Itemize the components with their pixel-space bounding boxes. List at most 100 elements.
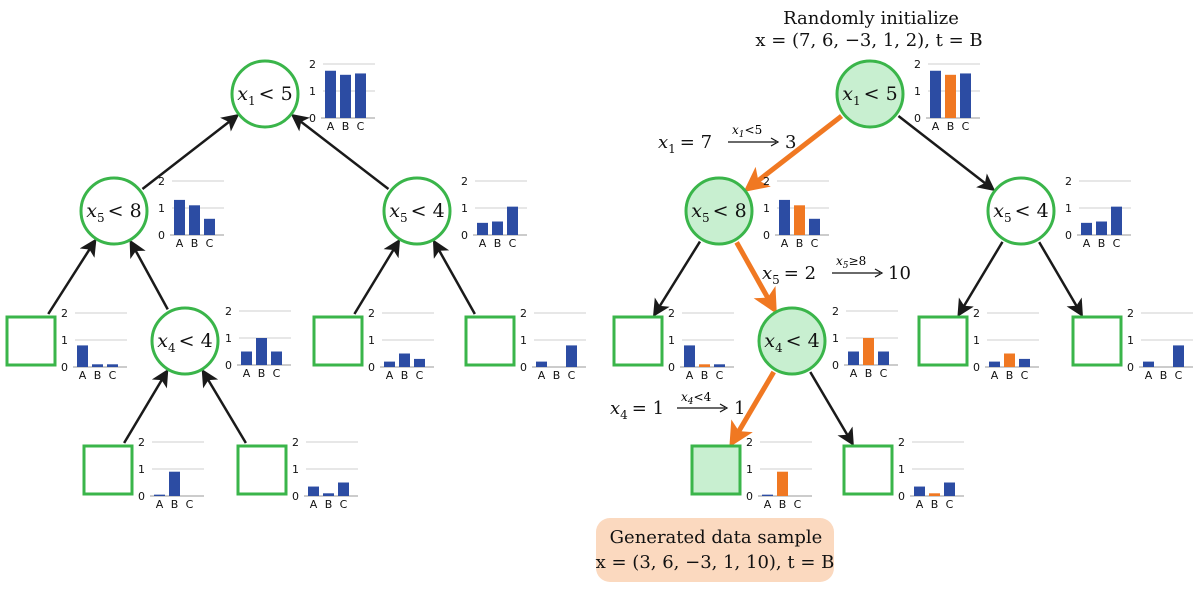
right-root-category-label: A (932, 120, 940, 133)
left-inner-category-label: A (243, 367, 251, 380)
left-leaf_ll-bar-B (92, 364, 103, 367)
left-edge-inner-leaf_ir (201, 368, 247, 444)
left-leaf_ll-ytick: 2 (61, 307, 68, 320)
right-leaf_ll-category-label: C (716, 369, 724, 382)
right-leaf_ll-category-label: A (686, 369, 694, 382)
left-split-node-l1_right: x5< 4 (382, 176, 452, 246)
step1-result: 3 (785, 132, 796, 153)
left-inner-ytick: 2 (225, 305, 232, 318)
right-leaf_rl-bar-B (1004, 353, 1015, 367)
left-edge-root-l1_left (141, 113, 240, 190)
left-split-node-inner: x4< 4 (150, 306, 220, 376)
right-root-bar-B (945, 74, 956, 118)
step1-cond-var: x (732, 123, 739, 137)
sample-vector: x = (3, 6, −3, 1, 10), t = B (596, 552, 835, 573)
right-edge-root-l1_right (897, 115, 996, 192)
init-vector: x = (7, 6, −3, 1, 2), t = B (755, 30, 982, 51)
left-leaf_ll-bar-A (77, 345, 88, 367)
right-leaf_il-bar-A (762, 494, 773, 496)
step3-annotation: x4= 1 x4<4 1 (610, 390, 745, 422)
step2-annotation: x5= 2 x5≥8 10 (762, 254, 911, 287)
left-edge-root-l1_right (290, 113, 390, 191)
right-edge-l1_right-leaf_rr (1038, 241, 1083, 318)
right-leaf_ll-bar-C (714, 364, 725, 367)
right-root-circle (835, 59, 905, 129)
left-l1_right-bar-A (477, 222, 488, 235)
right-l1_right-ytick: 2 (1065, 175, 1072, 188)
right-l1_right-ytick: 1 (1065, 202, 1072, 215)
left-leaf_rl-ytick: 0 (368, 361, 375, 374)
left-l1_left-bar-C (204, 218, 215, 235)
step2-eq: = 2 (784, 263, 816, 284)
left-root-category-label: C (357, 120, 365, 133)
right-leaf-node-leaf_ir (842, 444, 894, 496)
left-l1_left-category-label: A (176, 237, 184, 250)
right-leaf_rl-ytick: 0 (973, 361, 980, 374)
right-edge-l1_left-inner (734, 241, 777, 314)
left-leaf_ll-bar-C (107, 364, 118, 367)
left-leaf_rr-category-label: B (553, 369, 561, 382)
right-leaf_ir-category-label: B (931, 498, 939, 511)
right-l1_left-condition: x5< 8 (691, 200, 746, 225)
right-l1_left-category-label: C (811, 237, 819, 250)
right-inner-bar-A (848, 351, 859, 365)
left-leaf-node-leaf_ll (5, 315, 57, 367)
right-l1_right-ytick: 0 (1065, 229, 1072, 242)
right-l1_right-category-label: B (1098, 237, 1106, 250)
right-root-category-label: C (962, 120, 970, 133)
right-leaf-node-leaf_il (690, 444, 742, 496)
right-l1_right-category-label: A (1083, 237, 1091, 250)
right-leaf_ir-bar-B (929, 493, 940, 496)
left-inner-bar-A (241, 351, 252, 365)
left-leaf_ll-category-label: B (94, 369, 102, 382)
left-l1_right-ytick: 2 (461, 175, 468, 188)
right-leaf-node-leaf_rr (1071, 315, 1123, 367)
right-l1_left-ytick: 2 (763, 175, 770, 188)
left-edge-l1_right-leaf_rr (432, 239, 476, 315)
left-l1_left-ytick: 2 (158, 175, 165, 188)
left-leaf_il-category-label: B (171, 498, 179, 511)
left-leaf_il-ytick: 1 (138, 463, 145, 476)
step1-annotation: x1= 7 x1<5 3 (658, 123, 796, 156)
right-leaf_rr-ytick: 0 (1127, 361, 1134, 374)
left-l1_right-ytick: 1 (461, 202, 468, 215)
left-leaf_ir-bar-A (308, 486, 319, 496)
right-leaf_rl-bar-A (989, 361, 1000, 367)
left-leaf_rr-ytick: 1 (520, 334, 527, 347)
svg-text:x5= 2: x5= 2 (762, 263, 816, 287)
right-leaf_ir-ytick: 1 (898, 463, 905, 476)
right-leaf_il-category-label: B (779, 498, 787, 511)
right-split-node-l1_right: x5< 4 (986, 176, 1056, 246)
svg-text:x1= 7: x1= 7 (658, 132, 712, 156)
right-root-ytick: 2 (914, 58, 921, 71)
left-l1_right-category-label: A (479, 237, 487, 250)
right-leaf_ll-bar-B (699, 364, 710, 367)
right-inner-category-label: B (865, 367, 873, 380)
left-leaf_rl-ytick: 2 (368, 307, 375, 320)
right-l1_left-category-label: B (796, 237, 804, 250)
right-leaf_rl-category-label: B (1006, 369, 1014, 382)
right-leaf_rl-category-label: A (991, 369, 999, 382)
step2-cond-sub: 5 (843, 261, 849, 271)
right-edge-root-l1_left (743, 114, 844, 193)
left-l1_left-category-label: B (191, 237, 199, 250)
left-leaf_ll-category-label: C (109, 369, 117, 382)
right-leaf_rr-ytick: 2 (1127, 307, 1134, 320)
right-l1_left-circle (684, 176, 754, 246)
generated-sample-box: Generated data sample x = (3, 6, −3, 1, … (596, 518, 835, 582)
right-l1_left-category-label: A (781, 237, 789, 250)
left-l1_left-bar-B (189, 205, 200, 235)
left-leaf_rl-bar-B (399, 353, 410, 367)
left-leaf_rr-ytick: 0 (520, 361, 527, 374)
right-l1_right-condition: x5< 4 (993, 200, 1048, 225)
